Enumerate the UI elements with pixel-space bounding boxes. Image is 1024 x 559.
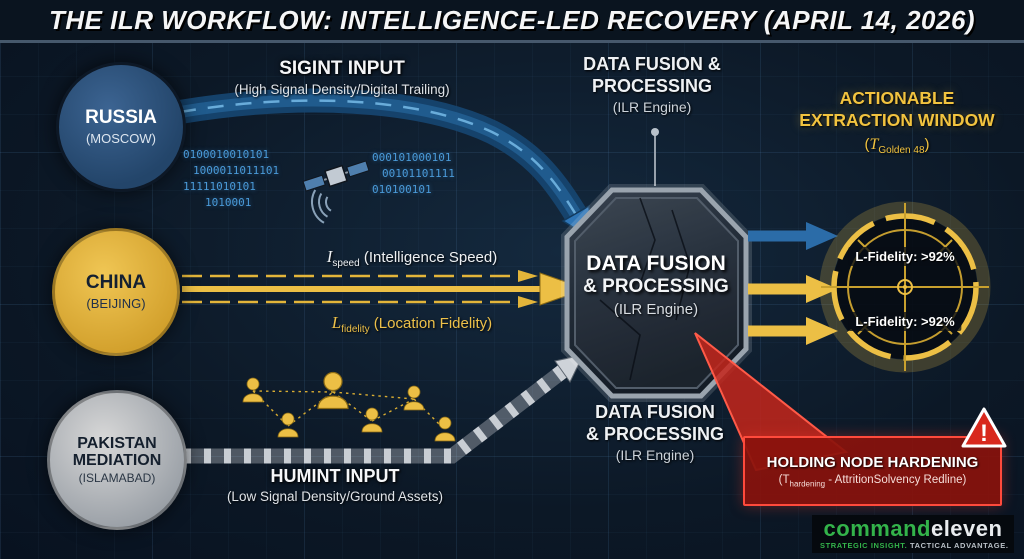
engine-bottom-caption: (ILR Engine) (615, 446, 695, 463)
extraction-title-line2: EXTRACTION WINDOW (799, 109, 995, 130)
binary-line: 00101101111 (382, 167, 455, 180)
engine-bottom-line2: & PROCESSING (585, 423, 725, 444)
humint-flow-arrow (184, 354, 584, 464)
node-china-location: (BEIJING) (86, 295, 146, 311)
brand-wordmark: commandeleven (823, 516, 1003, 541)
node-russia: RUSSIA (MOSCOW) (56, 62, 186, 192)
engine-top-line1: DATA FUSION & (583, 54, 721, 74)
svg-text:!: ! (980, 420, 988, 447)
alert-detail: (Thardening - AttritionSolvency Redline) (778, 473, 967, 489)
humint-network (242, 371, 456, 442)
sigint-title: SIGINT INPUT (279, 58, 405, 79)
fidelity-readout-bottom: L-Fidelity: >92% (848, 312, 962, 331)
extraction-window-time: (TGolden 48) (864, 135, 930, 156)
alert-title: HOLDING NODE HARDENING (766, 453, 979, 471)
sigint-subtitle: (High Signal Density/Digital Trailing) (234, 82, 450, 97)
page-title: THE ILR WORKFLOW: INTELLIGENCE-LED RECOV… (48, 4, 976, 35)
humint-input-label: HUMINT INPUT (Low Signal Density/Ground … (195, 466, 475, 504)
holding-node-hardening-alert: HOLDING NODE HARDENING (Thardening - Att… (743, 436, 1002, 506)
title-bar: THE ILR WORKFLOW: INTELLIGENCE-LED RECOV… (0, 0, 1024, 43)
node-china-name: CHINA (85, 272, 147, 294)
extraction-window-label: ACTIONABLE EXTRACTION WINDOW (TGolden 48… (779, 88, 1015, 156)
satellite-icon (302, 160, 370, 227)
engine-core-caption: (ILR Engine) (613, 301, 699, 318)
binary-line: 010100101 (372, 183, 432, 196)
humint-title: HUMINT INPUT (270, 466, 400, 486)
fidelity-readout-top: L-Fidelity: >92% (848, 247, 962, 266)
binary-line: 1000011011101 (193, 164, 280, 177)
extraction-title-line1: ACTIONABLE (839, 88, 955, 108)
node-russia-name: RUSSIA (85, 107, 157, 129)
intel-speed-arrows (182, 270, 588, 308)
extraction-output-arrows (748, 222, 838, 345)
node-pakistan-name: PAKISTAN MEDIATION (72, 434, 162, 469)
node-china: CHINA (BEIJING) (52, 228, 180, 356)
node-pakistan-location: (ISLAMABAD) (78, 471, 156, 486)
binary-stream-right: 000101000101 00101101111 010100101 (372, 150, 455, 198)
t-golden-symbol: T (869, 135, 879, 153)
engine-core-line2: & PROCESSING (583, 276, 729, 297)
binary-line: 0100010010101 (183, 148, 270, 161)
engine-bottom-label: DATA FUSION & PROCESSING (ILR Engine) (565, 402, 745, 463)
engine-top-connector (651, 128, 659, 186)
brand-logo: commandeleven STRATEGIC INSIGHT. TACTICA… (812, 515, 1014, 553)
brand-tagline: STRATEGIC INSIGHT. TACTICAL ADVANTAGE. (820, 541, 1009, 550)
i-speed-symbol: I (326, 247, 333, 266)
person-icon (361, 407, 383, 433)
engine-top-caption: (ILR Engine) (612, 98, 692, 115)
engine-top-label: DATA FUSION & PROCESSING (ILR Engine) (557, 54, 747, 115)
sigint-input-label: SIGINT INPUT (High Signal Density/Digita… (202, 58, 482, 97)
binary-line: 1010001 (205, 196, 252, 209)
engine-top-line2: PROCESSING (591, 75, 713, 96)
node-pakistan: PAKISTAN MEDIATION (ISLAMABAD) (47, 390, 187, 530)
node-russia-location: (MOSCOW) (85, 130, 157, 146)
intelligence-speed-label: Ispeed (Intelligence Speed) (326, 247, 498, 269)
person-icon (242, 377, 264, 403)
binary-stream-left: 0100010010101 1000011011101 11111010101 … (183, 147, 279, 211)
target-reticle (819, 201, 991, 373)
l-fidelity-symbol: L (331, 313, 342, 332)
humint-subtitle: (Low Signal Density/Ground Assets) (226, 489, 444, 504)
person-icon (434, 416, 456, 442)
binary-line: 11111010101 (183, 180, 256, 193)
person-icon (317, 371, 349, 410)
warning-icon: ! (961, 407, 1007, 448)
binary-line: 000101000101 (372, 151, 452, 164)
person-icon (403, 385, 425, 411)
person-icon (277, 412, 299, 438)
location-fidelity-label: Lfidelity (Location Fidelity) (331, 313, 493, 335)
engine-core-label: DATA FUSION & PROCESSING (ILR Engine) (570, 252, 742, 318)
engine-core-line1: DATA FUSION (586, 252, 726, 275)
engine-bottom-line1: DATA FUSION (595, 402, 715, 422)
